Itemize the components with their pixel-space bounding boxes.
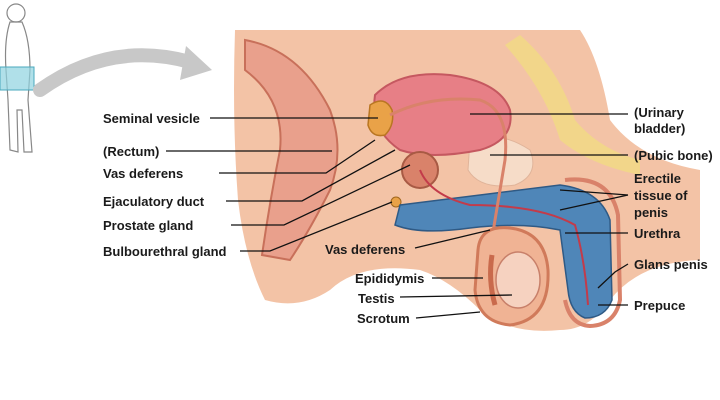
label-erectile-line1: Erectile [634, 171, 681, 186]
vas-deferens-path [389, 97, 508, 251]
label-vas-deferens-lower: Vas deferens [325, 242, 406, 257]
label-erectile-line3: penis [634, 205, 668, 220]
fat-layer [505, 35, 640, 175]
label-glans-penis: Glans penis [634, 257, 708, 272]
label-testis: Testis [358, 291, 395, 306]
label-prostate-gland: Prostate gland [103, 218, 194, 233]
label-prepuce: Prepuce [634, 298, 686, 313]
epididymis-shape [488, 254, 498, 306]
label-rectum: (Rectum) [103, 144, 160, 159]
label-urinary-bladder-line2: bladder) [634, 121, 686, 136]
seminal-vesicle-shape [367, 100, 394, 137]
label-seminal-vesicle: Seminal vesicle [103, 111, 200, 126]
label-vas-deferens-upper: Vas deferens [103, 166, 184, 181]
label-epididymis: Epididymis [355, 271, 425, 286]
label-erectile-line2: tissue of [634, 188, 688, 203]
locator-figure [4, 3, 33, 153]
leader-lines-right [470, 113, 629, 306]
urethra-path [419, 169, 589, 306]
penis-skin [563, 177, 623, 329]
label-bulbourethral-gland: Bulbourethral gland [103, 244, 227, 259]
locator-box [0, 66, 35, 91]
rectum-shape [244, 38, 339, 262]
pointer-arrowhead [180, 46, 212, 80]
leader-lines-left [166, 117, 513, 319]
label-urinary-bladder-line1: (Urinary [634, 105, 684, 120]
label-ejaculatory-duct: Ejaculatory duct [103, 194, 205, 209]
label-scrotum: Scrotum [357, 311, 410, 326]
label-pubic-bone: (Pubic bone) [634, 148, 713, 163]
label-urethra: Urethra [634, 226, 681, 241]
testis-shape [495, 251, 541, 309]
penis-shaft [394, 184, 613, 319]
pointer-arrow [33, 48, 197, 97]
